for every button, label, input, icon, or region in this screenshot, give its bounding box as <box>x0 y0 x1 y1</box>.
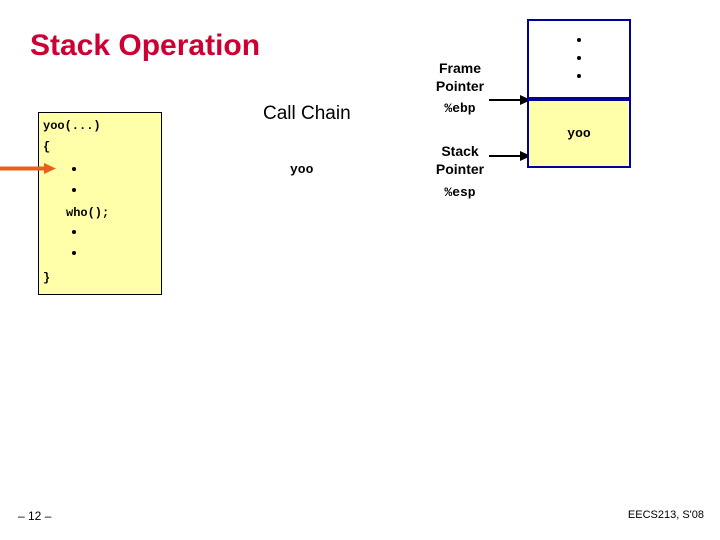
frame-pointer-register: %ebp <box>444 101 476 116</box>
course-footer: EECS213, S'08 <box>627 509 704 521</box>
call-chain-current-frame: yoo <box>290 162 314 177</box>
frame-pointer-label-line2: Pointer <box>435 78 485 94</box>
stack-ellipsis-dot <box>577 56 581 60</box>
stack-frame-yoo <box>527 99 631 168</box>
call-chain-heading: Call Chain <box>263 103 351 124</box>
code-bullet-dot <box>72 167 76 171</box>
stack-ellipsis-dot <box>577 74 581 78</box>
frame-pointer-label: Frame Pointer <box>408 59 512 95</box>
code-line-call: who(); <box>66 206 110 220</box>
frame-pointer-arrow-icon <box>489 95 531 105</box>
page-title: Stack Operation <box>30 29 261 62</box>
stack-pointer-label: Stack Pointer <box>408 142 512 178</box>
code-line-close-brace: } <box>43 271 51 285</box>
slide-number: – 12 – <box>18 509 52 523</box>
code-box <box>38 112 162 295</box>
stack-pointer-register: %esp <box>444 185 476 200</box>
code-bullet-dot <box>72 188 76 192</box>
code-bullet-dot <box>72 230 76 234</box>
code-line-open-brace: { <box>43 140 51 154</box>
frame-pointer-label-line1: Frame <box>438 60 482 76</box>
code-line-signature: yoo(...) <box>43 119 101 133</box>
stack-pointer-label-line2: Pointer <box>435 161 485 177</box>
execution-pointer-arrow-icon <box>0 163 56 174</box>
stack-frame-yoo-label: yoo <box>567 126 591 141</box>
stack-pointer-arrow-icon <box>489 151 531 161</box>
code-bullet-dot <box>72 251 76 255</box>
stack-ellipsis-dot <box>577 38 581 42</box>
stack-pointer-label-line1: Stack <box>441 143 479 159</box>
